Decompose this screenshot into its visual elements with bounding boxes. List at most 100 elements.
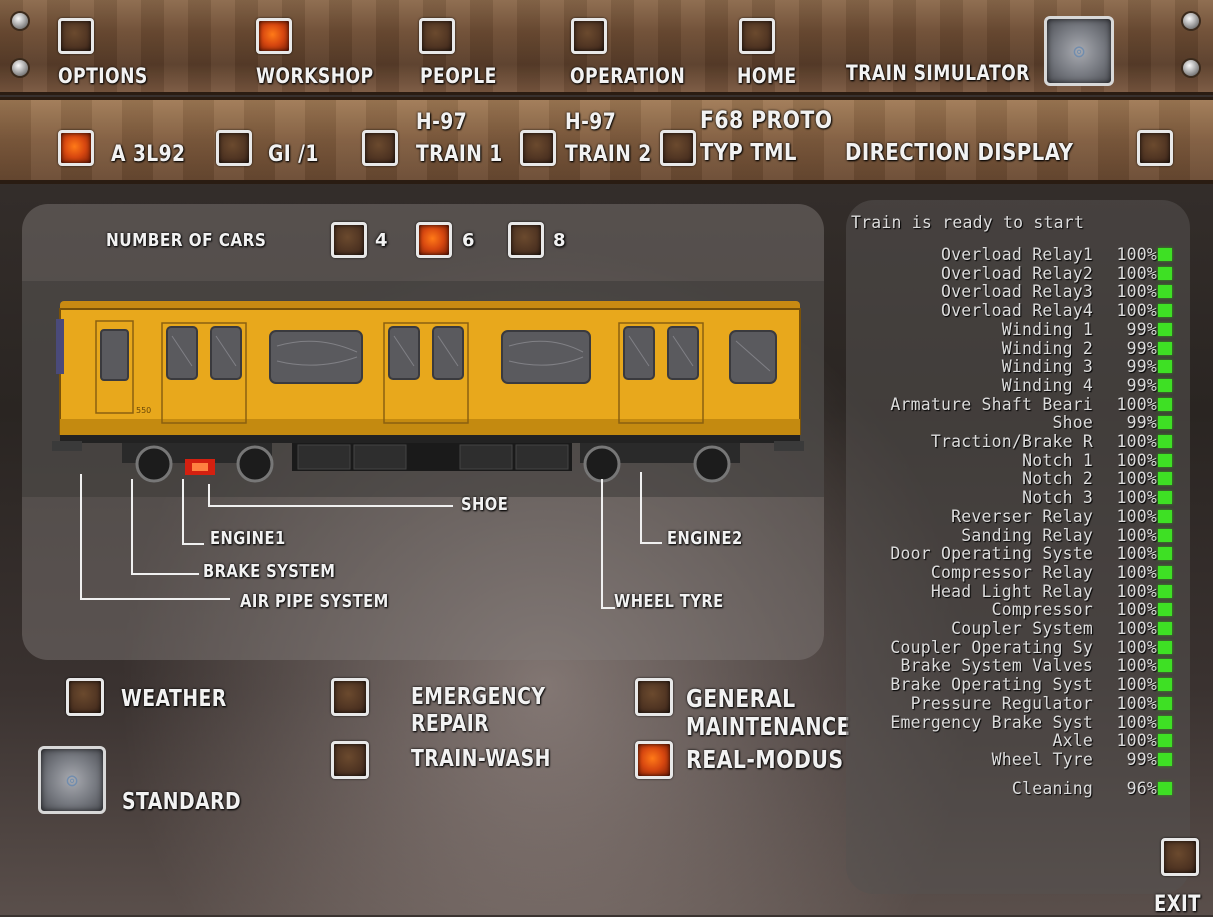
film-reel-icon: ◎ <box>1073 40 1085 62</box>
cars-8-label[interactable]: 8 <box>553 230 567 251</box>
status-item-name: Compressor Relay <box>930 562 1093 582</box>
real-modus-button[interactable] <box>635 741 673 779</box>
status-led-icon <box>1158 547 1172 561</box>
status-item-value: 100% <box>1116 263 1157 283</box>
home-label[interactable]: HOME <box>737 64 797 88</box>
real-modus-label[interactable]: REAL-MODUS <box>686 745 844 774</box>
standard-button[interactable]: ◎ <box>38 746 106 814</box>
status-item-name: Overload Relay4 <box>940 301 1093 321</box>
train-h97-2-label-bottom[interactable]: TRAIN 2 <box>565 142 652 167</box>
cars-4-button[interactable] <box>331 222 367 258</box>
status-item-value: 100% <box>1116 675 1157 695</box>
options-label[interactable]: OPTIONS <box>58 64 148 88</box>
status-led-icon <box>1158 528 1172 542</box>
weather-label[interactable]: WEATHER <box>121 686 227 712</box>
cars-4-label[interactable]: 4 <box>375 230 389 251</box>
shoe-label: SHOE <box>461 494 509 515</box>
general-maintenance-label-2[interactable]: MAINTENANCE <box>686 712 851 741</box>
status-led-icon <box>1158 782 1172 795</box>
train-simulator-button[interactable]: ◎ <box>1044 16 1114 86</box>
status-item-value: 100% <box>1116 581 1157 601</box>
status-item-value: 100% <box>1116 637 1157 657</box>
train-wash-label[interactable]: TRAIN-WASH <box>411 746 551 772</box>
standard-label[interactable]: STANDARD <box>122 789 242 815</box>
operation-button[interactable] <box>571 18 607 54</box>
status-led-icon <box>1158 341 1172 355</box>
direction-display-label[interactable]: DIRECTION DISPLAY <box>845 140 1074 166</box>
emergency-repair-label-1[interactable]: EMERGENCY <box>411 684 546 710</box>
train-gi1-button[interactable] <box>216 130 252 166</box>
exit-button[interactable] <box>1161 838 1199 876</box>
status-led-icon <box>1158 715 1172 729</box>
status-row: Coupler Operating Sy 100% <box>846 638 1186 657</box>
callout-line <box>640 472 642 544</box>
cars-6-label[interactable]: 6 <box>462 230 476 251</box>
status-led-icon <box>1158 397 1172 411</box>
callout-line <box>601 607 615 609</box>
emergency-repair-label-2[interactable]: REPAIR <box>411 711 490 737</box>
people-label[interactable]: PEOPLE <box>420 64 497 88</box>
train-f68-button[interactable] <box>660 130 696 166</box>
status-led-icon <box>1158 678 1172 692</box>
status-header: Train is ready to start <box>851 213 1085 232</box>
status-item-value: 99% <box>1126 375 1157 395</box>
status-item-value: 100% <box>1116 450 1157 470</box>
direction-display-button[interactable] <box>1137 130 1173 166</box>
train-f68-label-bottom[interactable]: TYP TML <box>700 140 797 166</box>
status-led-icon <box>1158 565 1172 579</box>
status-item-value: 100% <box>1116 525 1157 545</box>
cars-8-button[interactable] <box>508 222 544 258</box>
status-led-icon <box>1158 472 1172 486</box>
train-wash-button[interactable] <box>331 741 369 779</box>
status-item-name: Overload Relay2 <box>940 263 1093 283</box>
status-item-value: 100% <box>1116 562 1157 582</box>
workshop-label[interactable]: WORKSHOP <box>256 64 374 88</box>
exit-label[interactable]: EXIT <box>1154 892 1201 917</box>
train-simulator-label[interactable]: TRAIN SIMULATOR <box>846 61 1030 85</box>
train-a3l92-button[interactable] <box>58 130 94 166</box>
train-f68-label-top[interactable]: F68 PROTO <box>700 106 833 134</box>
status-led-icon <box>1158 509 1172 523</box>
status-led-icon <box>1158 659 1172 673</box>
status-item-value: 100% <box>1116 712 1157 732</box>
options-button[interactable] <box>58 18 94 54</box>
train-a3l92-label[interactable]: A 3L92 <box>111 142 186 167</box>
cars-6-button[interactable] <box>416 222 452 258</box>
status-item-name: Coupler Operating Sy <box>890 637 1093 657</box>
status-item-name: Emergency Brake Syst <box>890 712 1093 732</box>
people-button[interactable] <box>419 18 455 54</box>
train-h97-1-button[interactable] <box>362 130 398 166</box>
callout-line <box>131 573 199 575</box>
status-item-value: 99% <box>1126 357 1157 377</box>
train-select-bar: A 3L92 GI /1 H-97 TRAIN 1 H-97 TRAIN 2 F… <box>0 97 1213 184</box>
weather-button[interactable] <box>66 678 104 716</box>
emergency-repair-button[interactable] <box>331 678 369 716</box>
train-h97-1-label-top[interactable]: H-97 <box>416 110 468 135</box>
general-maintenance-button[interactable] <box>635 678 673 716</box>
operation-label[interactable]: OPERATION <box>570 64 686 88</box>
general-maintenance-label-1[interactable]: GENERAL <box>686 684 796 713</box>
callout-line <box>182 543 204 545</box>
status-led-icon <box>1158 435 1172 448</box>
workshop-button[interactable] <box>256 18 292 54</box>
train-h97-2-button[interactable] <box>520 130 556 166</box>
home-button[interactable] <box>739 18 775 54</box>
rivet-icon <box>1183 60 1199 76</box>
train-h97-1-label-bottom[interactable]: TRAIN 1 <box>416 142 503 167</box>
status-item-name: Reverser Relay <box>951 506 1093 526</box>
engine2-label: ENGINE2 <box>667 528 743 549</box>
train-h97-2-label-top[interactable]: H-97 <box>565 110 617 135</box>
status-item-name: Door Operating Syste <box>890 544 1093 564</box>
train-gi1-label[interactable]: GI /1 <box>268 142 319 167</box>
status-item-name: Overload Relay1 <box>940 245 1093 264</box>
